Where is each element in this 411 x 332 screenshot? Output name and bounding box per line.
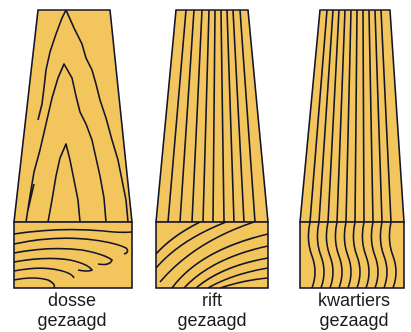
board-rift (156, 10, 268, 288)
caption-kwartiers-line2: gezaagd (319, 310, 388, 330)
board-kwartiers-face (300, 10, 404, 222)
caption-dosse-line2: gezaagd (37, 310, 106, 330)
caption-dosse-line1: dosse (48, 290, 96, 310)
board-rift-face (156, 10, 268, 222)
caption-kwartiers-line1: kwartiers (318, 290, 390, 310)
caption-rift-line2: gezaagd (177, 310, 246, 330)
board-dosse (14, 10, 132, 288)
caption-rift-line1: rift (202, 290, 222, 310)
board-kwartiers (300, 10, 404, 288)
board-kwartiers-endgrain (300, 222, 404, 288)
